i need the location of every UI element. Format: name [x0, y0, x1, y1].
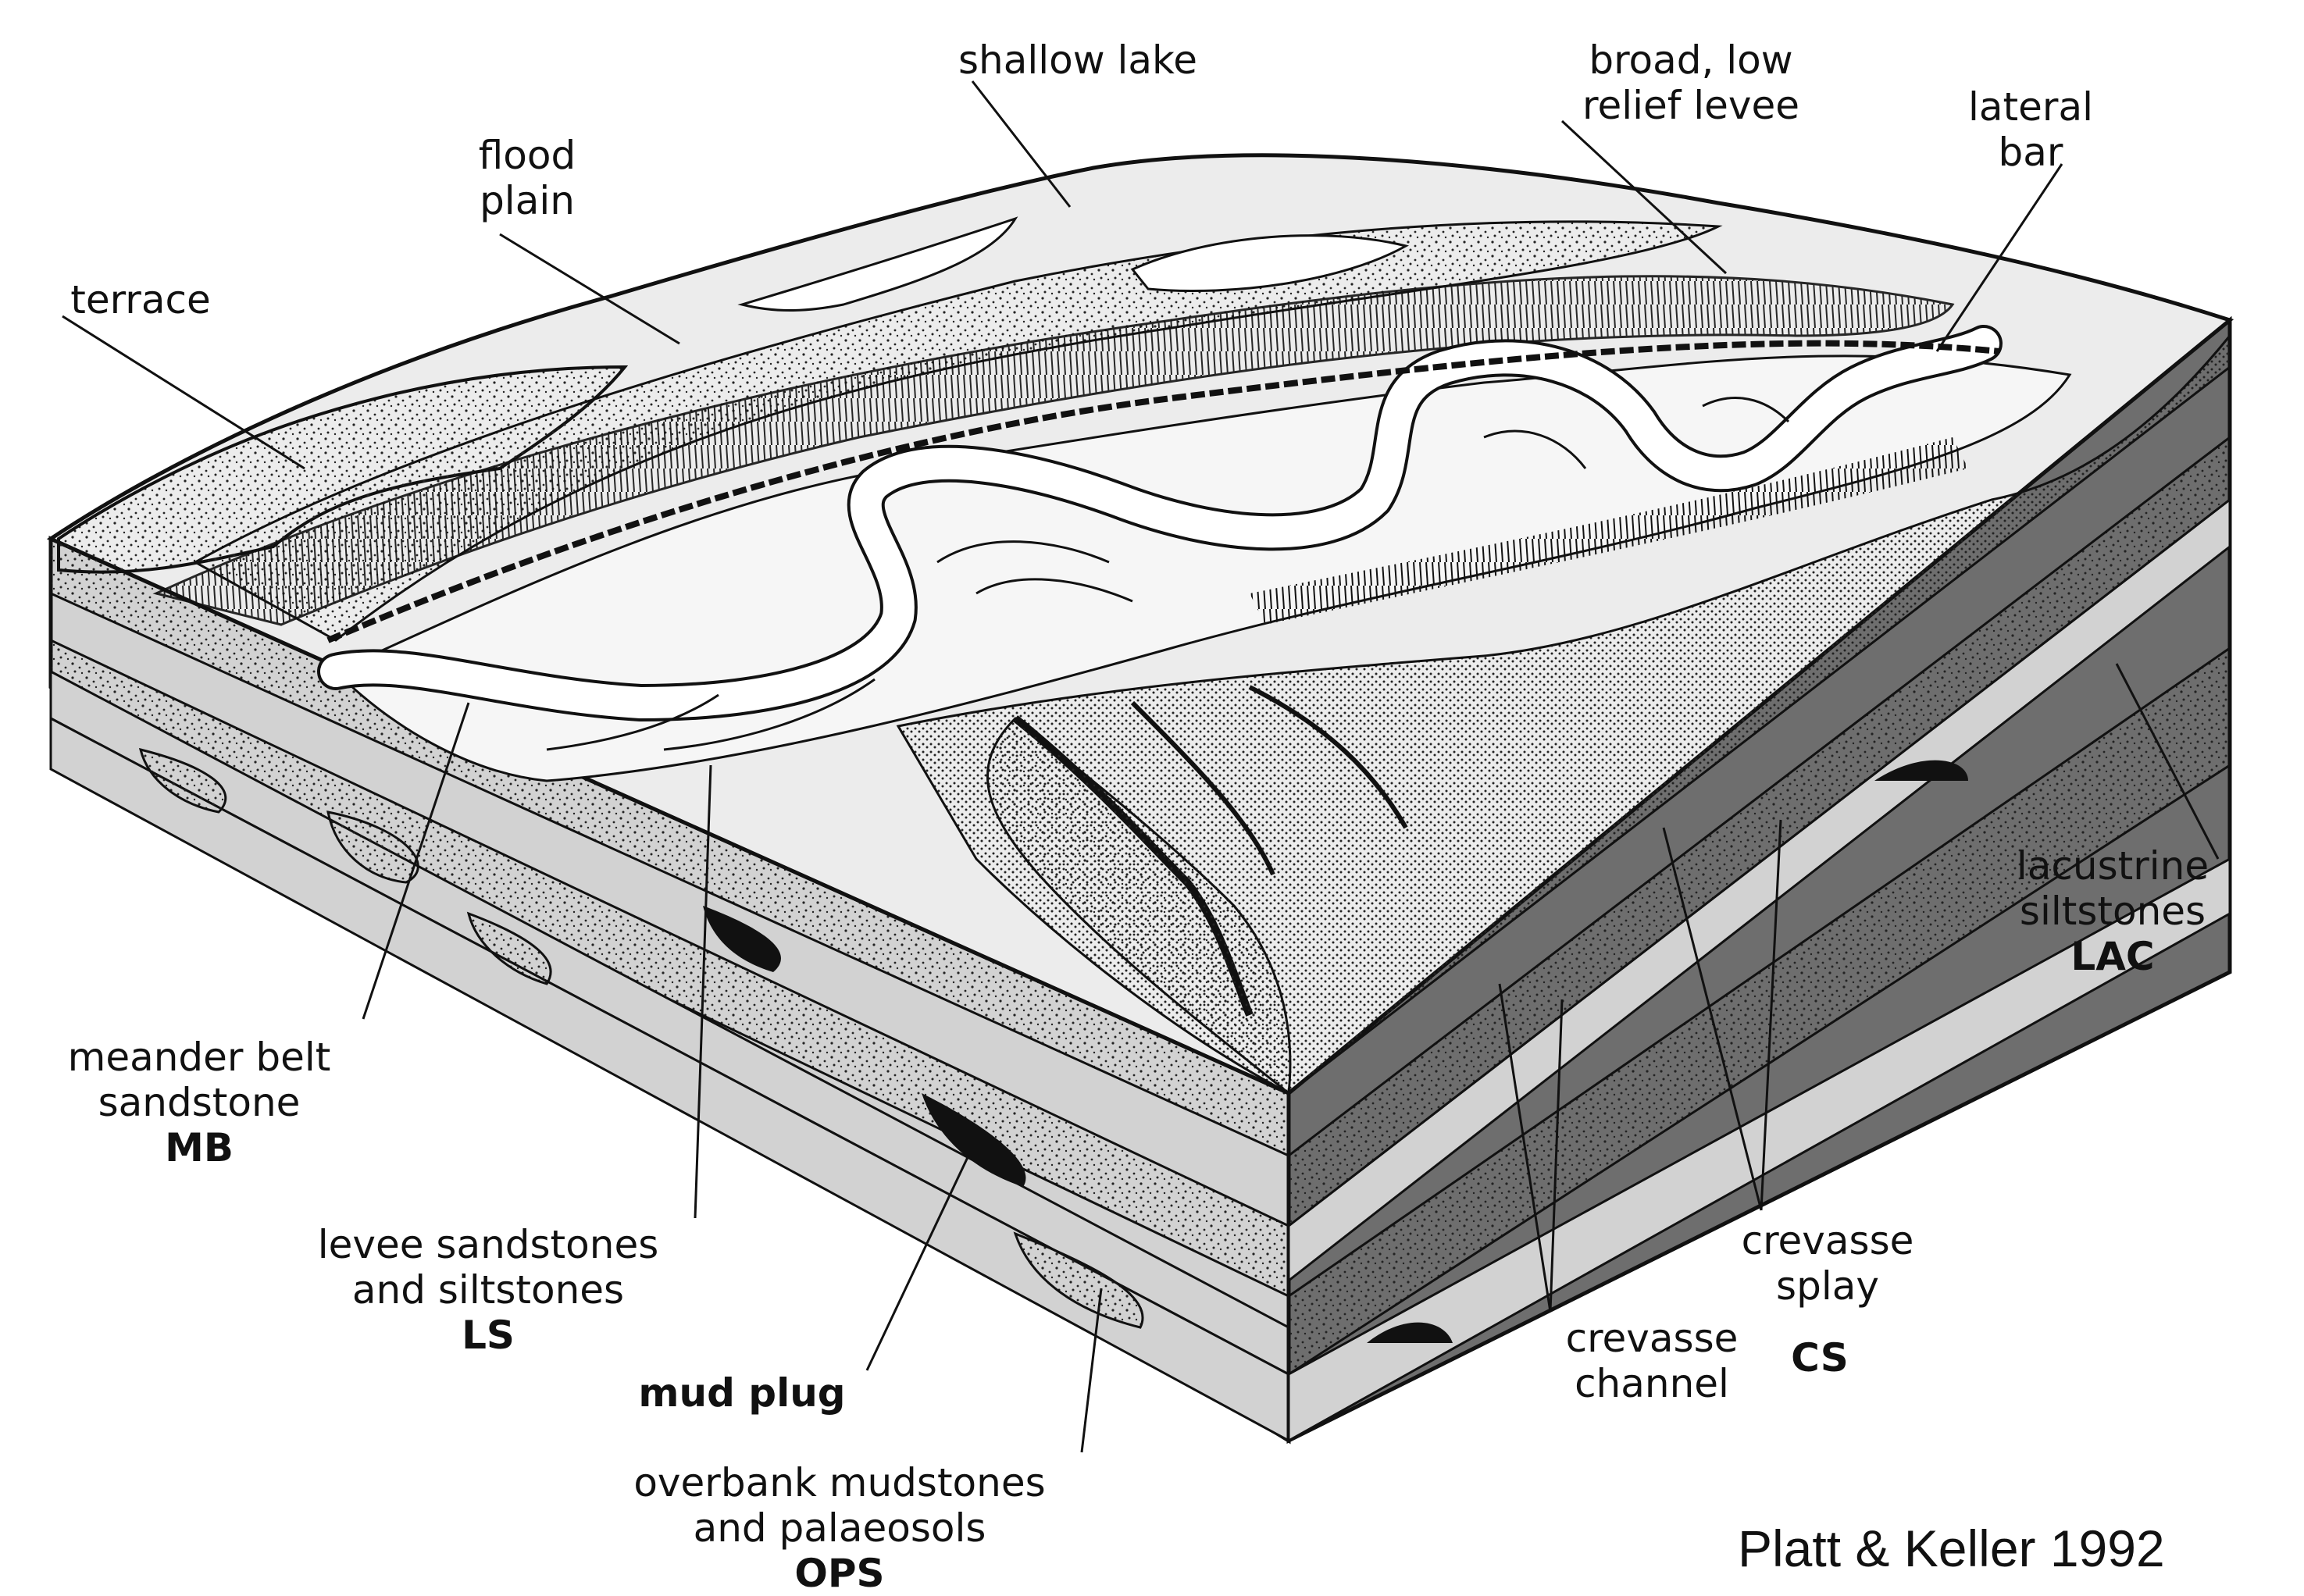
right-face — [1286, 315, 2232, 1445]
label-flood-plain: flood plain — [426, 133, 629, 223]
label-overbank-line1: overbank mudstones — [633, 1460, 1046, 1505]
label-lateral-bar: lateral bar — [1913, 84, 2148, 175]
label-mud-plug-text: mud plug — [638, 1370, 846, 1416]
leader-flood-plain — [499, 233, 680, 345]
label-levee-abbr: LS — [462, 1313, 515, 1358]
label-lacustrine-line1: lacustrine — [2016, 843, 2209, 889]
label-levee-line1: levee sandstones — [317, 1222, 659, 1267]
label-crevasse-channel-line1: crevasse — [1565, 1316, 1739, 1361]
top-surface — [46, 153, 2234, 1095]
label-overbank: overbank mudstones and palaeosols OPS — [582, 1460, 1097, 1596]
label-levee-sandstones: levee sandstones and siltstones LS — [285, 1222, 691, 1358]
label-flood-plain-line1: flood — [478, 133, 576, 178]
leader-crevasse-splay-1 — [1662, 827, 1763, 1211]
leader-lines — [62, 80, 2220, 1453]
leader-overbank — [1080, 1288, 1103, 1453]
label-shallow-lake-text: shallow lake — [958, 37, 1197, 83]
leader-meander-belt — [362, 702, 470, 1020]
label-cs-abbr-text: CS — [1791, 1335, 1849, 1380]
label-lateral-bar-line1: lateral — [1968, 84, 2093, 130]
label-lacustrine: lacustrine siltstones LAC — [1976, 843, 2249, 979]
label-crevasse-channel: crevasse channel — [1539, 1316, 1765, 1406]
leader-lateral-bar — [1935, 163, 2063, 352]
label-meander-belt: meander belt sandstone MB — [35, 1035, 363, 1170]
label-terrace-text: terrace — [70, 277, 211, 322]
leader-lacustrine — [2115, 663, 2220, 860]
label-overbank-line2: and palaeosols — [693, 1505, 986, 1551]
leader-terrace — [62, 315, 305, 470]
label-terrace: terrace — [43, 277, 238, 322]
label-broad-levee-line1: broad, low — [1589, 37, 1793, 83]
label-meander-belt-line1: meander belt — [67, 1035, 331, 1080]
leader-levee-sand — [694, 764, 712, 1219]
source-credit: Platt & Keller 1992 — [1738, 1519, 2165, 1577]
label-lacustrine-line2: siltstones — [2019, 889, 2206, 934]
label-levee-line2: and siltstones — [351, 1267, 625, 1313]
leader-crevasse-splay-2 — [1760, 819, 1782, 1211]
leader-crevasse-channel-1 — [1498, 983, 1552, 1313]
label-broad-levee: broad, low relief levee — [1519, 37, 1863, 128]
label-lateral-bar-line2: bar — [1998, 130, 2063, 175]
label-overbank-abbr: OPS — [794, 1551, 885, 1596]
label-mud-plug: mud plug — [625, 1370, 859, 1416]
label-crevasse-splay: crevasse splay — [1718, 1218, 1937, 1309]
label-crevasse-splay-line1: crevasse — [1741, 1218, 1914, 1263]
label-shallow-lake: shallow lake — [918, 37, 1238, 83]
label-crevasse-splay-line2: splay — [1776, 1263, 1879, 1309]
label-cs-abbr: CS — [1781, 1335, 1859, 1380]
leader-broad-levee — [1560, 119, 1728, 275]
leader-mud-plug — [865, 1155, 970, 1371]
leader-shallow-lake — [971, 80, 1072, 208]
label-flood-plain-line2: plain — [480, 178, 575, 223]
leader-crevasse-channel-2 — [1549, 999, 1564, 1313]
label-crevasse-channel-line2: channel — [1575, 1361, 1729, 1406]
label-meander-belt-abbr: MB — [165, 1125, 234, 1170]
label-broad-levee-line2: relief levee — [1582, 83, 1800, 128]
label-meander-belt-line2: sandstone — [98, 1080, 301, 1125]
label-lacustrine-abbr: LAC — [2070, 934, 2155, 979]
